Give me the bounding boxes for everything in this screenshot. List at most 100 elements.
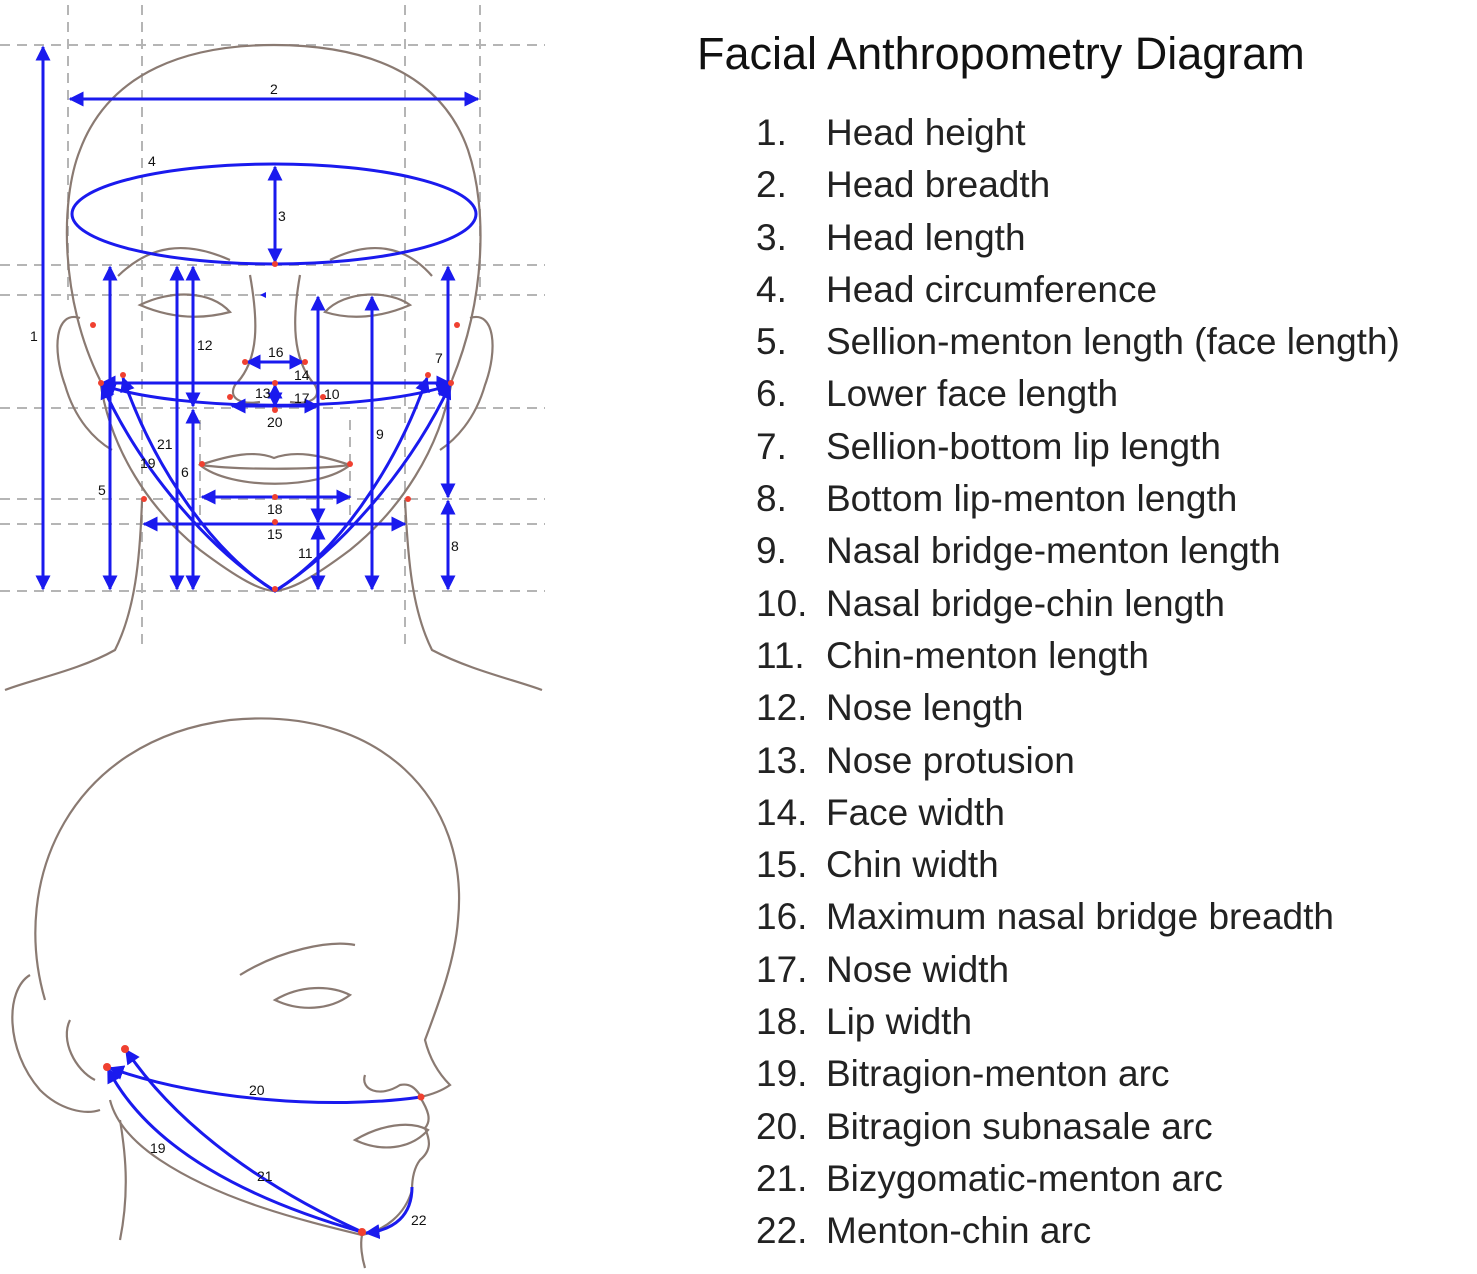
legend-number: 22. [756, 1210, 808, 1252]
legend-number: 18. [756, 1001, 808, 1043]
label-7: 7 [435, 350, 443, 366]
legend-number: 13. [756, 739, 808, 781]
legend-label: Nasal bridge-menton length [826, 530, 1281, 572]
label-22-profile: 22 [411, 1212, 427, 1228]
legend-label: Lower face length [826, 373, 1119, 415]
legend-label: Bottom lip-menton length [826, 478, 1238, 520]
legend-label: Nose protusion [826, 739, 1075, 781]
legend-item: 19. Bitragion-menton arc [756, 1048, 1400, 1100]
legend-label: Maximum nasal bridge breadth [826, 896, 1334, 938]
legend-number: 20. [756, 1105, 808, 1147]
legend-item: 20. Bitragion subnasale arc [756, 1101, 1400, 1153]
legend-label: Nasal bridge-chin length [826, 582, 1226, 624]
legend-item: 16. Maximum nasal bridge breadth [756, 891, 1400, 943]
legend-item: 1. Head height [756, 107, 1400, 159]
label-10: 10 [324, 386, 340, 402]
legend-number: 19. [756, 1053, 808, 1095]
legend-label: Sellion-bottom lip length [826, 425, 1221, 467]
legend-item: 7. Sellion-bottom lip length [756, 421, 1400, 473]
legend-number: 15. [756, 844, 808, 886]
legend-number: 14. [756, 791, 808, 833]
legend-number: 2. [756, 164, 787, 206]
legend-number: 12. [756, 687, 808, 729]
legend-item: 18. Lip width [756, 996, 1400, 1048]
legend-number: 1. [756, 112, 787, 153]
legend-label: Menton-chin arc [826, 1210, 1092, 1252]
label-2: 2 [270, 81, 278, 97]
label-9: 9 [376, 426, 384, 442]
legend-label: Head height [826, 112, 1026, 153]
front-landmarks [90, 261, 460, 592]
legend-label: Sellion-menton length (face length) [826, 321, 1400, 363]
profile-measurements: 20 19 21 22 [103, 1045, 427, 1240]
label-12: 12 [197, 337, 213, 353]
legend-number: 10. [756, 582, 808, 624]
label-6: 6 [181, 464, 189, 480]
legend-item: 2. Head breadth [756, 159, 1400, 211]
page-title: Facial Anthropometry Diagram [697, 28, 1305, 79]
label-15: 15 [267, 526, 283, 542]
label-20-profile: 20 [249, 1082, 265, 1098]
legend-label: Bizygomatic-menton arc [826, 1157, 1223, 1199]
legend-number: 17. [756, 948, 808, 990]
legend-number: 7. [756, 425, 787, 467]
front-labels: 1 2 3 4 5 6 7 8 9 10 11 12 13 14 15 16 1… [30, 81, 459, 561]
legend-item: 5. Sellion-menton length (face length) [756, 316, 1400, 368]
label-13: 13 [255, 385, 271, 401]
label-4: 4 [148, 153, 156, 169]
legend-number: 6. [756, 373, 787, 415]
label-3: 3 [278, 208, 286, 224]
legend-label: Head circumference [826, 268, 1158, 310]
measure-21-profile [124, 1048, 363, 1234]
legend-number: 8. [756, 478, 787, 520]
legend-label: Chin-menton length [826, 634, 1149, 676]
legend-item: 3. Head length [756, 212, 1400, 264]
legend-number: 16. [756, 896, 808, 938]
legend-label: Bitragion-menton arc [826, 1053, 1170, 1095]
label-1: 1 [30, 328, 38, 344]
legend-item: 12. Nose length [756, 682, 1400, 734]
legend-number: 21. [756, 1157, 808, 1199]
label-11: 11 [298, 545, 313, 561]
legend-label: Bitragion subnasale arc [826, 1105, 1213, 1147]
anthropometry-figure: 1 2 3 4 5 6 7 8 9 10 11 12 13 14 15 16 1… [0, 5, 545, 1269]
label-19: 19 [140, 455, 156, 471]
measure-22-profile [364, 1186, 414, 1240]
legend-item: 6. Lower face length [756, 368, 1400, 420]
label-20: 20 [267, 414, 283, 430]
legend-label: Chin width [826, 844, 999, 886]
legend-number: 3. [756, 216, 787, 258]
label-21-profile: 21 [257, 1168, 273, 1184]
legend-item: 15. Chin width [756, 839, 1400, 891]
label-16: 16 [268, 344, 284, 360]
legend-item: 21. Bizygomatic-menton arc [756, 1153, 1400, 1205]
legend-item: 4. Head circumference [756, 264, 1400, 316]
label-18: 18 [267, 501, 283, 517]
label-19-profile: 19 [150, 1140, 166, 1156]
measure-19-profile [106, 1067, 363, 1234]
legend-label: Lip width [826, 1001, 973, 1043]
legend-label: Nose length [826, 687, 1024, 729]
measurement-legend: 1. Head height 2. Head breadth 3. Head length… [756, 107, 1400, 1258]
front-measurements [35, 45, 480, 593]
label-5: 5 [98, 482, 106, 498]
legend-item: 13. Nose protusion [756, 735, 1400, 787]
legend-label: Head length [826, 216, 1026, 258]
front-head-outline [4, 43, 543, 692]
measure-20-profile [108, 1065, 422, 1105]
legend-item: 17.Nose width [756, 944, 1400, 996]
profile-head-outline [11, 717, 461, 1269]
legend-label: Face width [826, 791, 1005, 833]
legend-label: Head breadth [826, 164, 1051, 206]
label-17: 17 [294, 390, 310, 406]
label-21: 21 [157, 436, 173, 452]
reference-grid [0, 5, 545, 650]
legend-number: 5. [756, 321, 787, 363]
legend-item: 10. Nasal bridge-chin length [756, 578, 1400, 630]
legend-item: 9. Nasal bridge-menton length [756, 525, 1400, 577]
legend-number: 4. [756, 268, 787, 310]
legend-number: 9. [756, 530, 787, 572]
legend-item: 14. Face width [756, 787, 1400, 839]
label-14: 14 [294, 367, 310, 383]
legend-item: 11.Chin-menton length [756, 630, 1400, 682]
